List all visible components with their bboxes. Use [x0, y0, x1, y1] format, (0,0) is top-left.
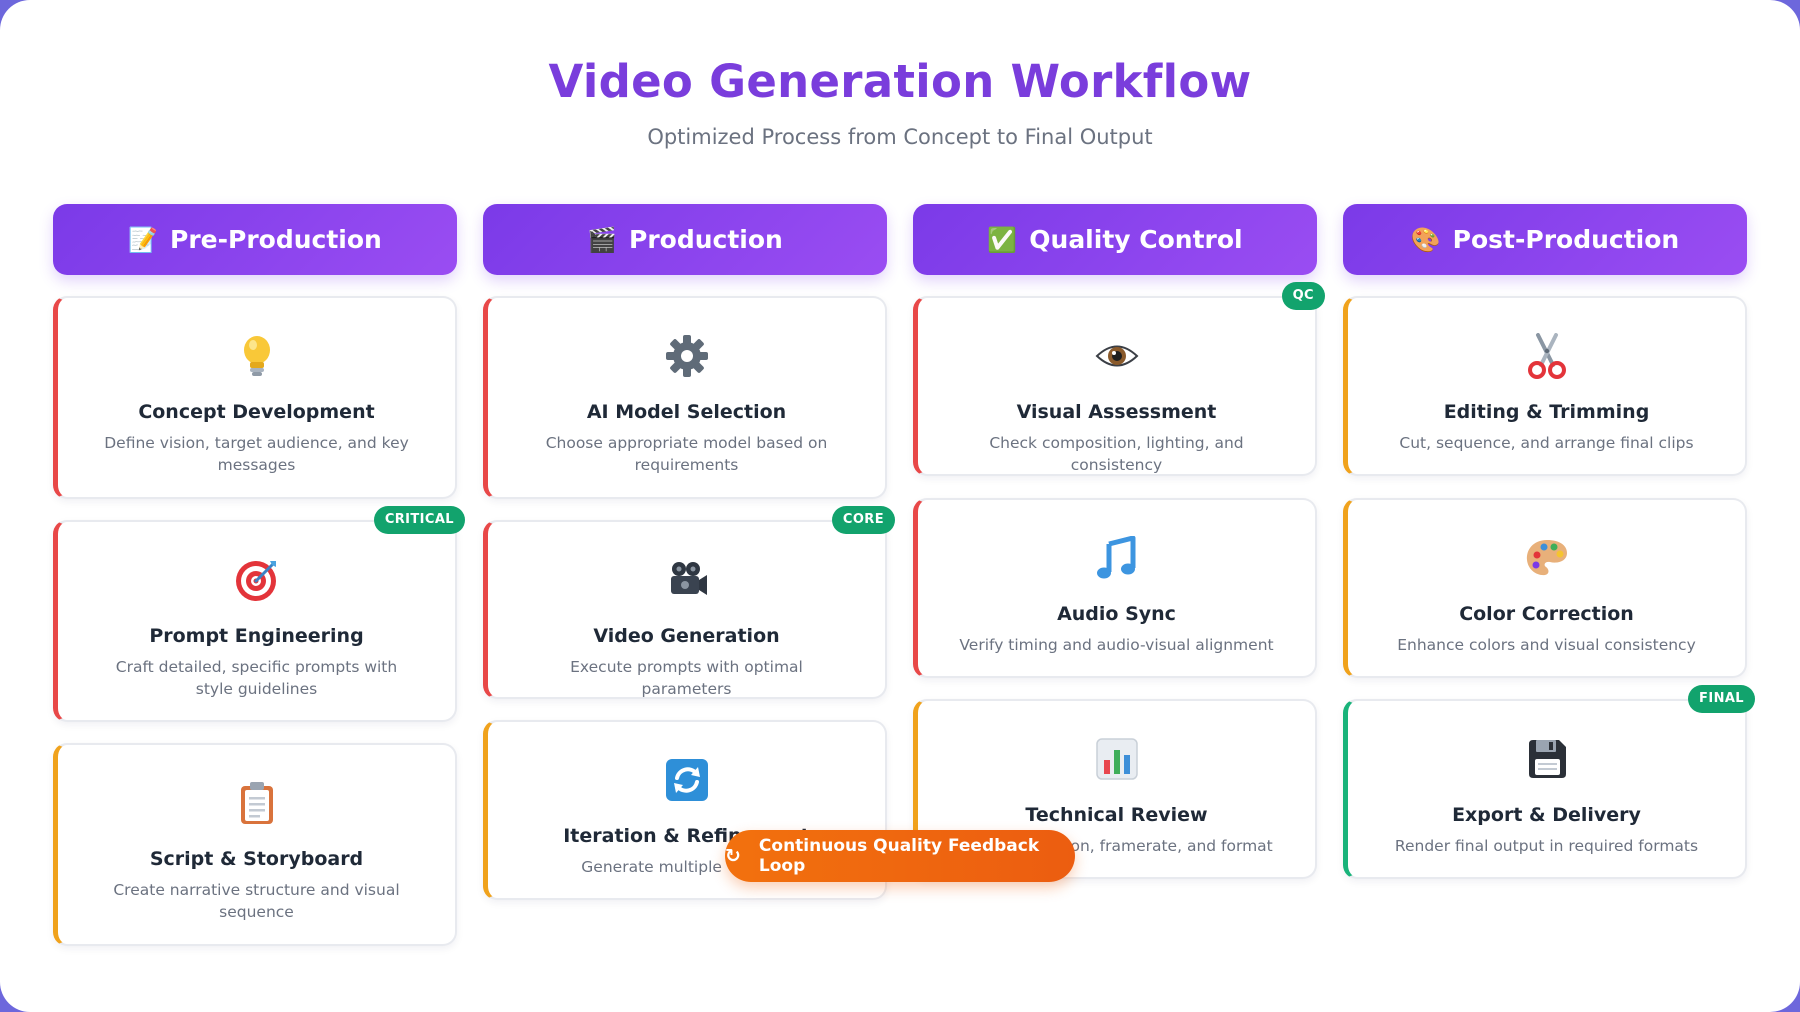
column-header-quality-control: ✅ Quality Control	[913, 204, 1317, 275]
card-description: Check composition, lighting, and consist…	[989, 434, 1244, 474]
card-prompt-engineering: CRITICAL Prompt Engineering Craft detail…	[53, 506, 465, 722]
page-title: Video Generation Workflow	[548, 55, 1252, 108]
card-visual-assessment: QC Visual Assessment Check composition, …	[913, 282, 1325, 476]
card-audio-sync: Audio Sync Verify timing and audio-visua…	[913, 498, 1317, 678]
status-badge: QC	[1281, 282, 1325, 310]
card-ai-model-selection: AI Model Selection Choose appropriate mo…	[483, 296, 887, 499]
card-title: AI Model Selection	[586, 401, 787, 423]
card-title: Concept Development	[138, 401, 375, 423]
card-title: Technical Review	[1025, 804, 1208, 826]
movie-camera-icon	[488, 556, 885, 604]
card-description: Verify timing and audio-visual alignment	[959, 636, 1274, 654]
card-color-correction: Color Correction Enhance colors and visu…	[1343, 498, 1747, 678]
column-header-post-production: 🎨 Post-Production	[1343, 204, 1747, 275]
card-editing-trimming: Editing & Trimming Cut, sequence, and ar…	[1343, 296, 1747, 476]
scissors-icon	[1348, 332, 1745, 380]
column-header-label: Post-Production	[1452, 225, 1680, 254]
loop-arrow-icon: ↻	[725, 845, 741, 867]
card-video-generation: CORE Video Generation Execute prompts wi…	[483, 506, 895, 699]
card-description: Define vision, target audience, and key …	[104, 434, 409, 474]
refresh-icon	[488, 756, 885, 804]
column-header-production: 🎬 Production	[483, 204, 887, 275]
card-title: Script & Storyboard	[149, 848, 364, 870]
column-header-label: Pre-Production	[170, 225, 382, 254]
gear-icon	[488, 332, 885, 380]
floppy-disk-icon	[1348, 735, 1745, 783]
card-description: Render final output in required formats	[1394, 837, 1699, 855]
card-description: Enhance colors and visual consistency	[1397, 636, 1696, 654]
clipboard-icon	[58, 779, 455, 827]
card-description: Create narrative structure and visual se…	[113, 881, 400, 921]
card-description: Choose appropriate model based on requir…	[545, 434, 828, 474]
target-icon	[58, 556, 455, 604]
card-description: Execute prompts with optimal parameters	[570, 658, 803, 698]
card-export-delivery: FINAL Export & Delivery Render final out…	[1343, 685, 1755, 879]
status-badge: FINAL	[1688, 685, 1755, 713]
card-title: Prompt Engineering	[149, 625, 364, 647]
card-description: Cut, sequence, and arrange final clips	[1399, 434, 1694, 452]
card-title: Color Correction	[1459, 603, 1634, 625]
column-header-label: Production	[629, 225, 783, 254]
card-concept-development: Concept Development Define vision, targe…	[53, 296, 457, 499]
clapper-icon: 🎬	[587, 225, 618, 254]
feedback-loop-label: Continuous Quality Feedback Loop	[758, 836, 1040, 876]
palette-icon	[1348, 534, 1745, 582]
bar-chart-icon	[918, 735, 1315, 783]
card-title: Audio Sync	[1057, 603, 1176, 625]
feedback-loop-pill: ↻ Continuous Quality Feedback Loop	[725, 830, 1075, 882]
column-header-label: Quality Control	[1029, 225, 1243, 254]
check-icon: ✅	[987, 225, 1018, 254]
memo-icon: 📝	[128, 225, 159, 254]
card-technical-review: Technical Review Check resolution, frame…	[913, 699, 1317, 879]
eye-icon	[918, 332, 1315, 380]
card-title: Visual Assessment	[1016, 401, 1217, 423]
palette-icon: 🎨	[1410, 225, 1441, 254]
card-title: Editing & Trimming	[1443, 401, 1650, 423]
card-script-storyboard: Script & Storyboard Create narrative str…	[53, 743, 457, 946]
card-title: Export & Delivery	[1452, 804, 1641, 826]
card-title: Video Generation	[593, 625, 780, 647]
card-description: Craft detailed, specific prompts with st…	[115, 658, 398, 698]
lightbulb-icon	[58, 332, 455, 380]
column-header-pre-production: 📝 Pre-Production	[53, 204, 457, 275]
page-subtitle: Optimized Process from Concept to Final …	[647, 125, 1153, 149]
status-badge: CRITICAL	[373, 506, 465, 534]
music-note-icon	[918, 534, 1315, 582]
status-badge: CORE	[831, 506, 895, 534]
